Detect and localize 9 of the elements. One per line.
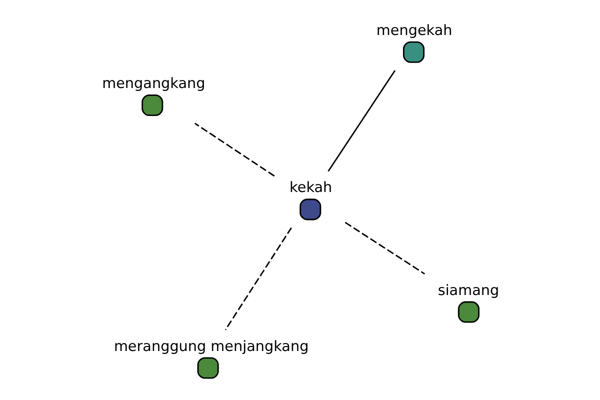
node-label: mengangkang bbox=[102, 76, 205, 92]
connector bbox=[327, 70, 396, 172]
connector bbox=[344, 222, 425, 275]
node-label: siamang bbox=[437, 282, 499, 299]
connector bbox=[224, 227, 292, 330]
node-label: meranggung menjangkang bbox=[113, 338, 308, 355]
node-label: kekah bbox=[289, 180, 332, 196]
connector bbox=[194, 122, 274, 177]
node-label: mengekah bbox=[376, 22, 452, 39]
